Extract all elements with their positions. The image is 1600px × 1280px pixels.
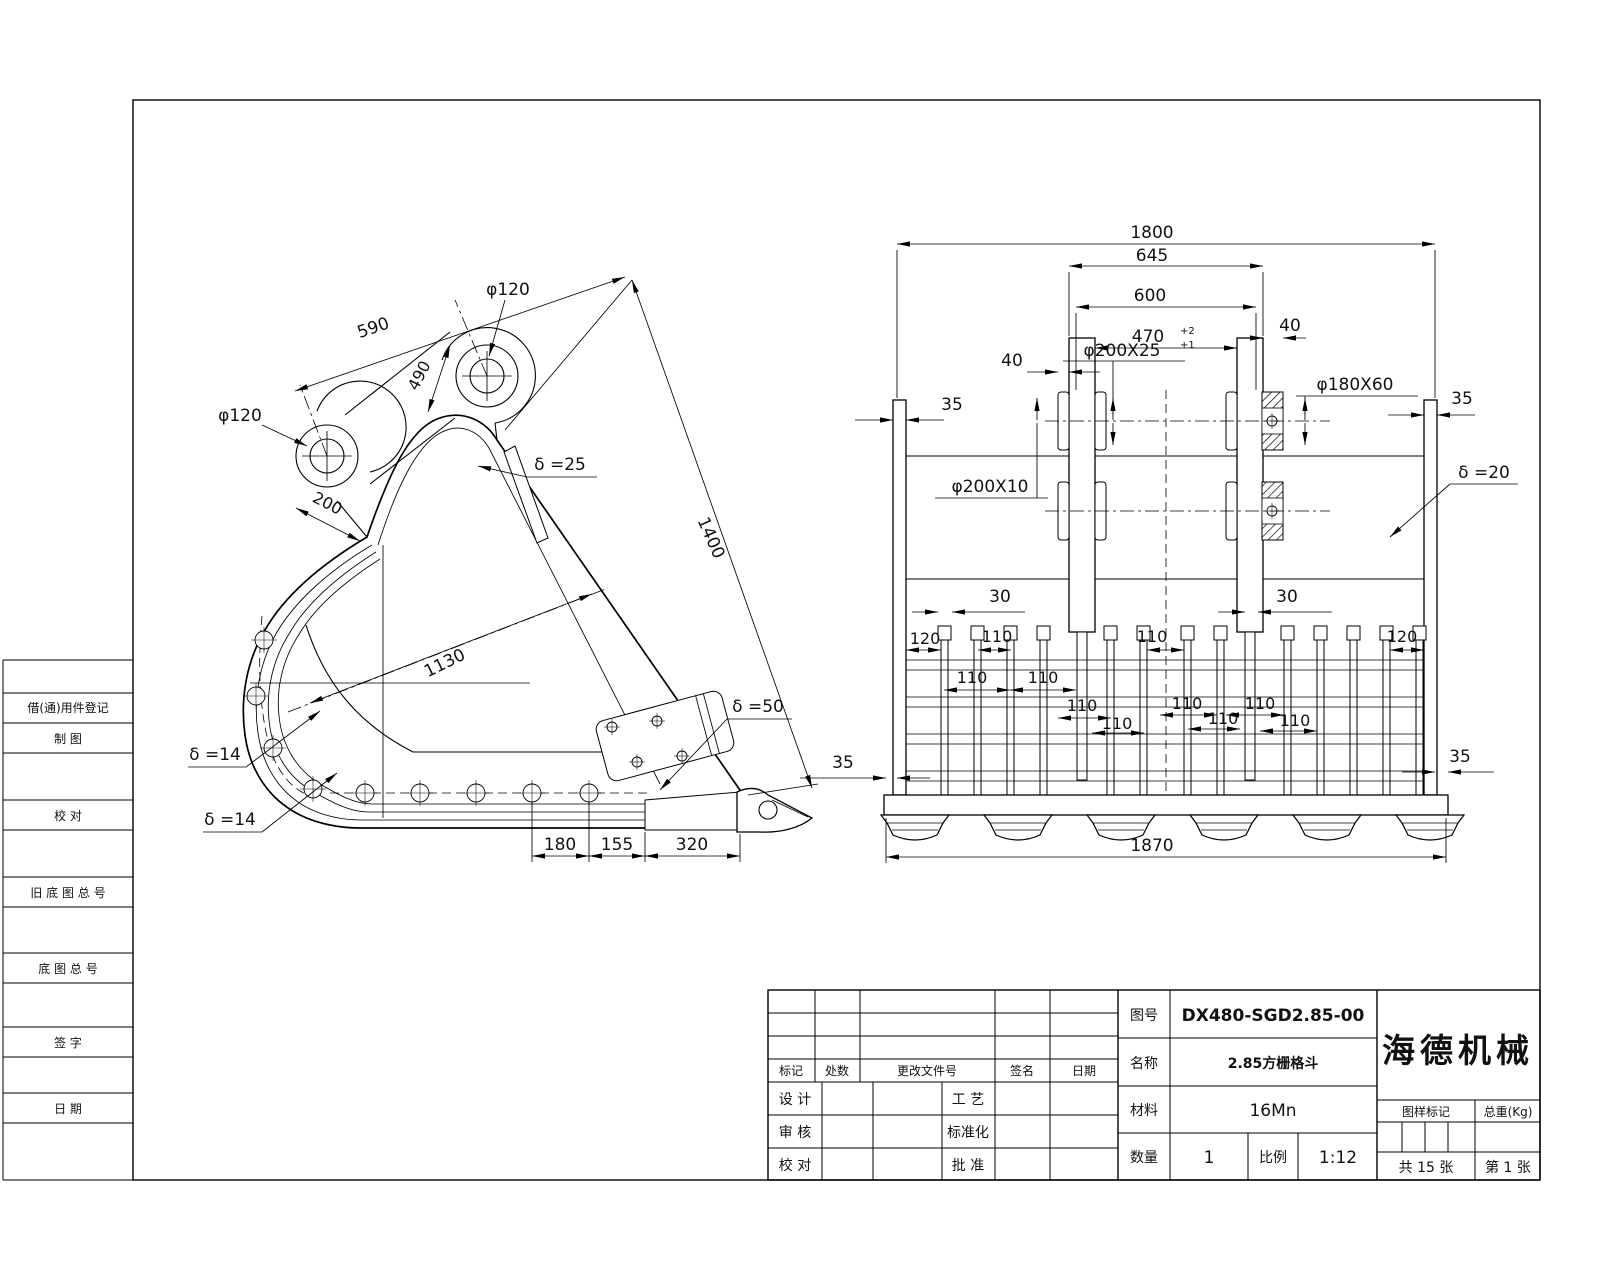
dim-110-r3d: 110 [1208, 709, 1239, 728]
dim-phi120-left: φ120 [218, 406, 262, 426]
dim-30-right: 30 [1276, 587, 1298, 607]
dim-120-right: 120 [1387, 627, 1418, 646]
tb-stamp-mark-label: 图样标记 [1402, 1104, 1450, 1119]
reg-label-old-base-no: 旧 底 图 总 号 [30, 885, 105, 900]
dim-120-left: 120 [910, 629, 941, 648]
front-view-dimensions: 1800 645 600 470 +2 +1 40 40 φ200X25 [800, 223, 1518, 863]
dim-180: 180 [544, 835, 576, 855]
tb-qty-label: 数量 [1130, 1150, 1158, 1166]
dim-600: 600 [1134, 286, 1166, 306]
tb-role-standard: 标准化 [947, 1125, 989, 1141]
dim-110-r3b: 110 [1102, 714, 1133, 733]
dim-110-r2b: 110 [1028, 668, 1059, 687]
tb-role-design: 设 计 [779, 1092, 811, 1108]
dim-1870: 1870 [1130, 836, 1173, 856]
dim-155: 155 [601, 835, 633, 855]
dim-phi120-top: φ120 [486, 280, 530, 300]
front-view: 1800 645 600 470 +2 +1 40 40 φ200X25 [800, 223, 1518, 863]
dim-470-tol-upper: +2 [1180, 326, 1195, 337]
tb-role-process: 工 艺 [952, 1092, 984, 1108]
dim-phi200x10: φ200X10 [952, 477, 1029, 497]
dim-40-left: 40 [1001, 351, 1023, 371]
tb-rev-date: 日期 [1072, 1064, 1096, 1078]
reg-label-borrow: 借(通)用件登记 [27, 700, 108, 715]
tb-name-label: 名称 [1130, 1056, 1158, 1072]
dim-110-top-b: 110 [1137, 627, 1168, 646]
dim-delta20: δ =20 [1458, 463, 1510, 483]
dim-40-right: 40 [1279, 316, 1301, 336]
dim-35-bottom-left: 35 [832, 753, 854, 773]
tb-rev-sign: 签名 [1010, 1063, 1034, 1078]
dim-1800: 1800 [1130, 223, 1173, 243]
dim-110-r2a: 110 [957, 668, 988, 687]
reg-label-date: 日 期 [54, 1102, 82, 1116]
dim-phi200x25: φ200X25 [1084, 341, 1161, 361]
title-block: 标记 处数 更改文件号 签名 日期 设 计 工 艺 审 核 标准化 校 对 批 … [767, 989, 1541, 1181]
dim-320: 320 [676, 835, 708, 855]
dim-490: 490 [404, 358, 435, 394]
tb-qty: 1 [1204, 1148, 1215, 1168]
reg-label-drafted: 制 图 [54, 732, 82, 746]
tb-material: 16Mn [1249, 1101, 1296, 1121]
dim-110-r3f: 110 [1280, 711, 1311, 730]
reg-label-checked: 校 对 [54, 808, 82, 823]
dim-200: 200 [310, 488, 346, 519]
tb-role-review: 审 核 [779, 1125, 811, 1141]
dim-35-bottom-right: 35 [1449, 747, 1471, 767]
tb-rev-count: 处数 [825, 1063, 849, 1078]
tb-scale: 1:12 [1319, 1148, 1357, 1168]
registration-column: 借(通)用件登记 制 图 校 对 旧 底 图 总 号 底 图 总 号 签 字 日… [2, 659, 133, 1181]
dim-delta25: δ =25 [534, 455, 586, 475]
tb-material-label: 材料 [1130, 1103, 1158, 1119]
dim-110-r3a: 110 [1067, 696, 1098, 715]
dim-645: 645 [1136, 246, 1168, 266]
tb-drawing-no: DX480-SGD2.85-00 [1182, 1006, 1365, 1026]
dim-590: 590 [355, 314, 392, 343]
tb-sheet-total: 共 15 张 [1399, 1160, 1454, 1176]
dim-35-top-right: 35 [1451, 389, 1473, 409]
dim-470: 470 [1132, 327, 1164, 347]
dim-110-top-a: 110 [982, 627, 1013, 646]
tb-rev-mark: 标记 [779, 1064, 803, 1078]
side-view: 590 φ120 φ120 490 200 δ =25 1400 1130 δ … [188, 276, 819, 862]
reg-label-base-no: 底 图 总 号 [38, 961, 97, 976]
tb-drawing-no-label: 图号 [1130, 1008, 1158, 1024]
tb-rev-docno: 更改文件号 [897, 1063, 957, 1078]
dim-delta14-b: δ =14 [204, 810, 256, 830]
tb-role-proof: 校 对 [779, 1157, 811, 1174]
tb-scale-label: 比例 [1259, 1150, 1287, 1166]
reg-label-signature: 签 字 [54, 1035, 82, 1050]
dim-phi180x60: φ180X60 [1317, 375, 1394, 395]
tb-sheet-current: 第 1 张 [1485, 1159, 1531, 1176]
dim-35-top-left: 35 [941, 395, 963, 415]
dim-delta14-a: δ =14 [189, 745, 241, 765]
tb-name: 2.85方栅格斗 [1228, 1055, 1319, 1072]
dim-30-left: 30 [989, 587, 1011, 607]
tb-weight-label: 总重(Kg) [1484, 1105, 1533, 1119]
dim-470-tol-lower: +1 [1180, 340, 1195, 351]
dim-110-r3e: 110 [1245, 694, 1276, 713]
dim-delta50: δ =50 [732, 697, 784, 717]
tb-company-name: 海德机械 [1382, 1031, 1534, 1070]
tb-role-approve: 批 准 [952, 1158, 984, 1174]
dim-110-r3c: 110 [1172, 694, 1203, 713]
